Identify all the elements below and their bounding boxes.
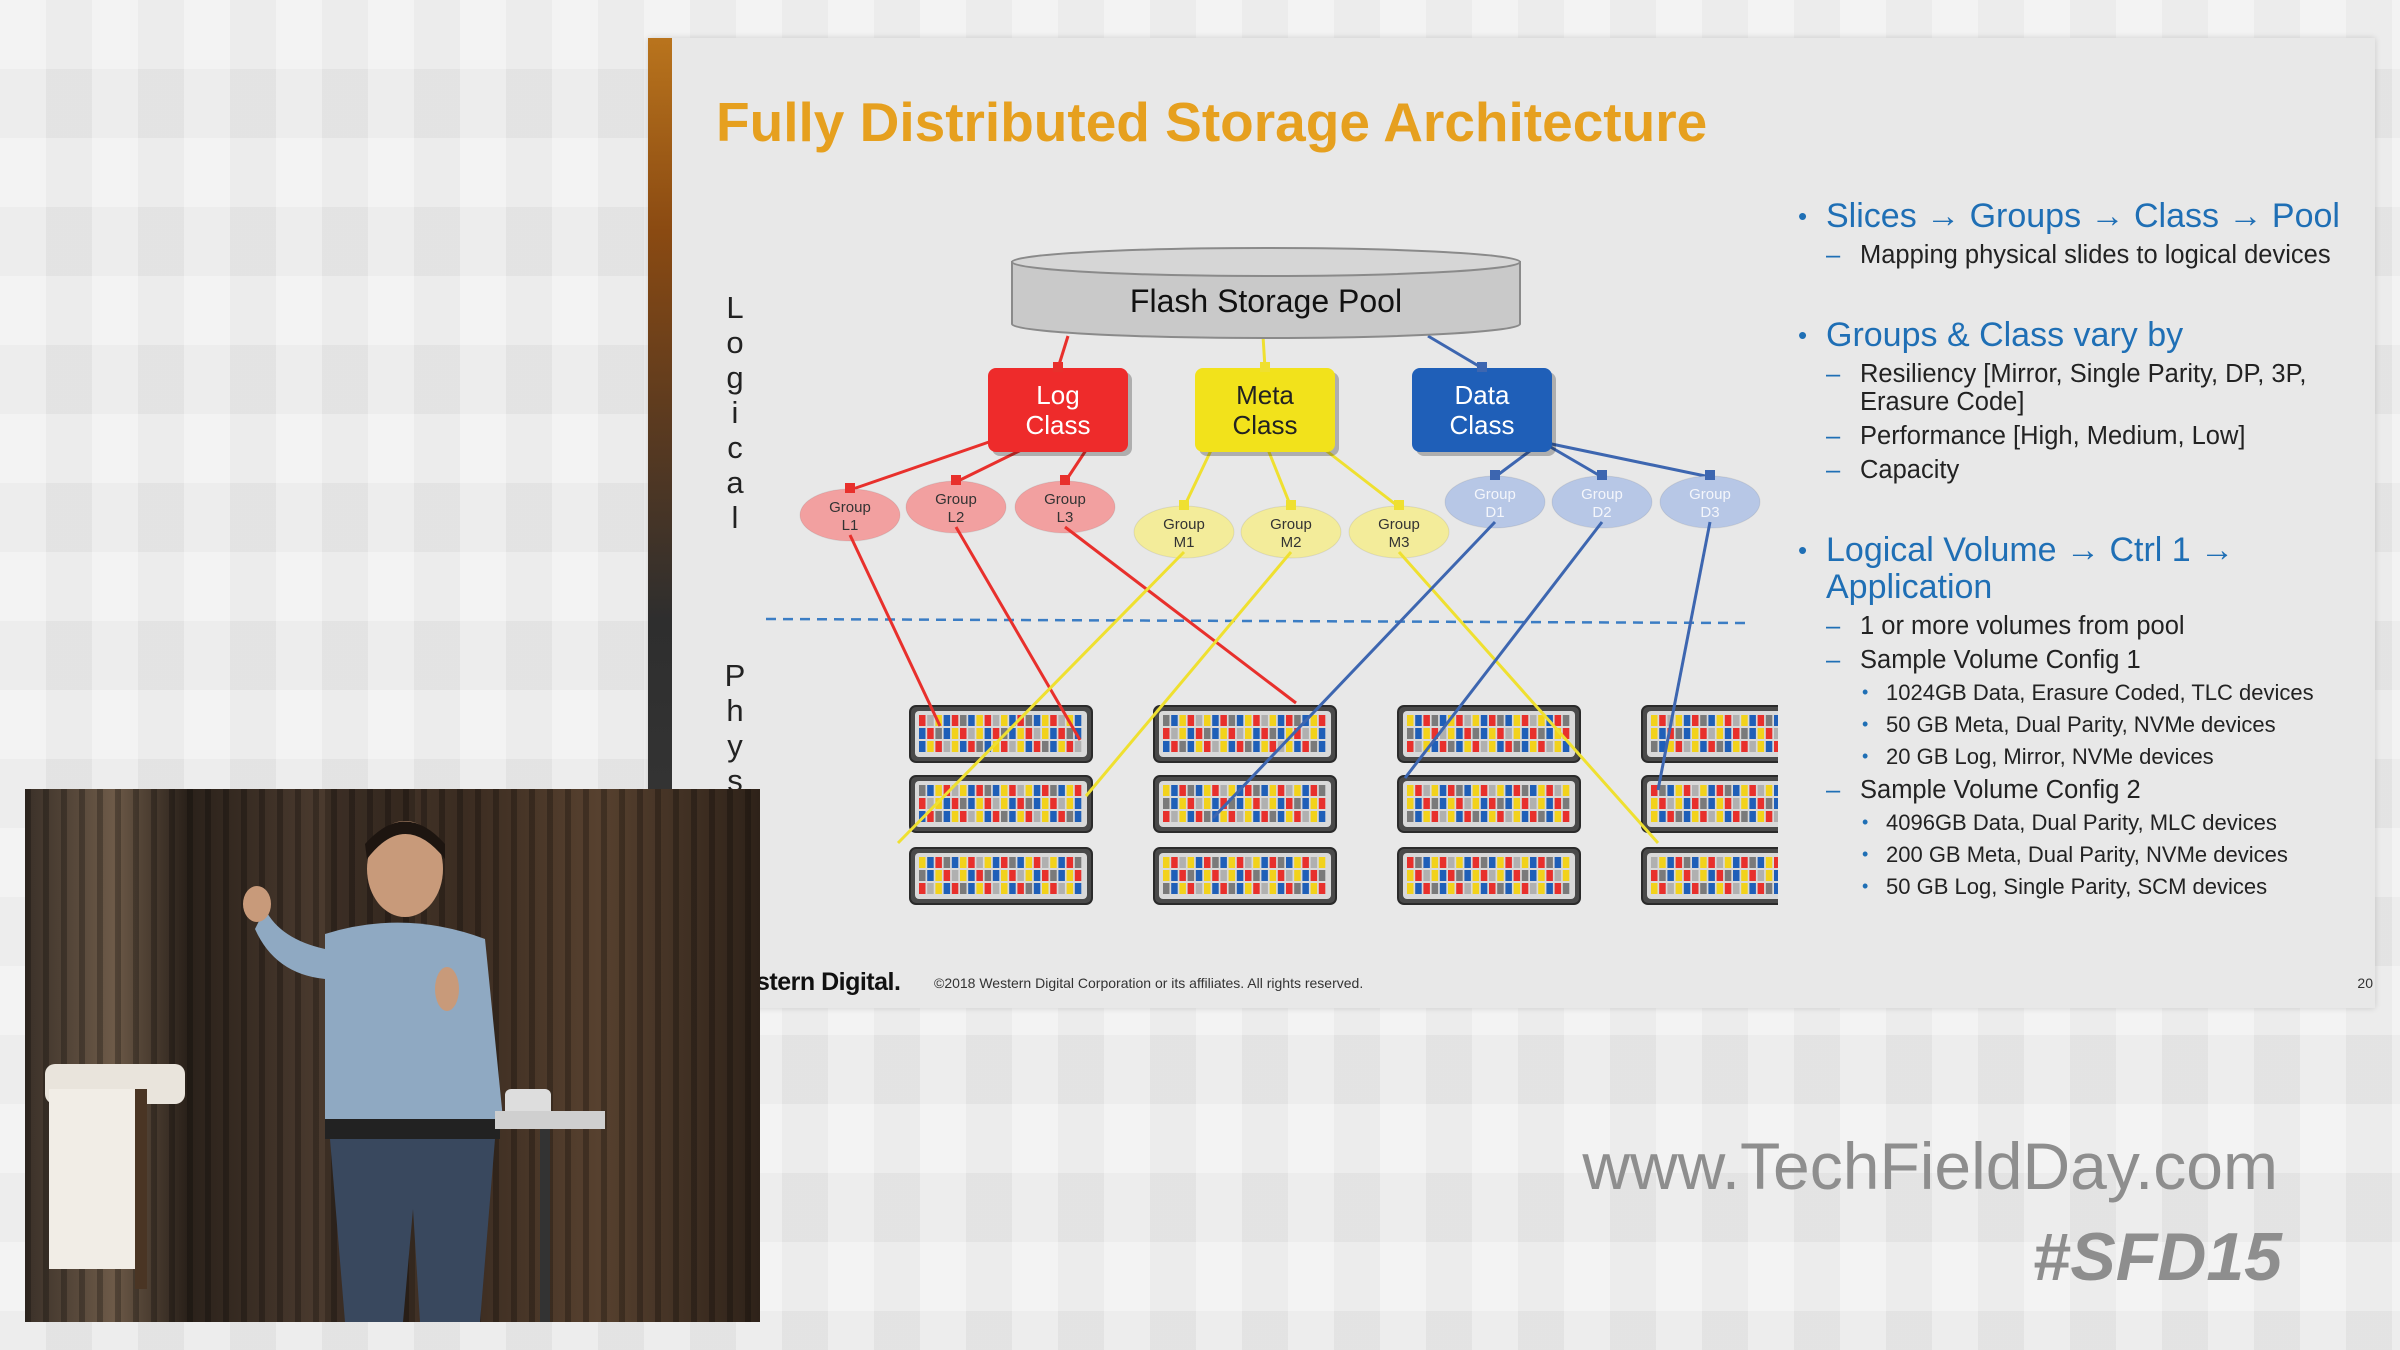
- bullet-detail: 4096GB Data, Dual Parity, MLC devices: [1796, 809, 2356, 836]
- class-name: Log: [1036, 380, 1079, 410]
- pool-label: Flash Storage Pool: [1130, 283, 1402, 319]
- class-type: Class: [1025, 410, 1090, 440]
- group-label: Group: [1474, 486, 1516, 503]
- storage-device: [1153, 705, 1337, 763]
- group-label: Group: [1270, 516, 1312, 533]
- bullet-heading: Groups & Class vary by: [1796, 317, 2356, 355]
- bullet-detail: 20 GB Log, Mirror, NVMe devices: [1796, 743, 2356, 770]
- bullet-subitem: 1 or more volumes from pool: [1796, 612, 2356, 640]
- flash-storage-pool: Flash Storage Pool: [1011, 247, 1521, 339]
- group-label: Group: [935, 491, 977, 508]
- logical-physical-divider: [765, 617, 1747, 625]
- class-name: Meta: [1236, 380, 1294, 410]
- bullet-subitem: Mapping physical slides to logical devic…: [1796, 241, 2356, 269]
- pool-to-class-line: [1427, 334, 1483, 370]
- bullet-detail: 200 GB Meta, Dual Parity, NVMe devices: [1796, 841, 2356, 868]
- group-to-device-line: [896, 550, 1186, 845]
- group-id: D1: [1485, 504, 1504, 521]
- group-to-device-line: [1403, 521, 1604, 779]
- group-id: D2: [1592, 504, 1611, 521]
- slide-title: Fully Distributed Storage Architecture: [716, 91, 1708, 153]
- bullet-detail: 1024GB Data, Erasure Coded, TLC devices: [1796, 679, 2356, 706]
- storage-device: [1397, 847, 1581, 905]
- storage-device: [1641, 705, 1778, 763]
- bullet-subitem: Capacity: [1796, 456, 2356, 484]
- presentation-slide: Fully Distributed Storage Architecture L…: [648, 38, 2375, 1008]
- group-label: Group: [1689, 486, 1731, 503]
- group-label: Group: [1163, 516, 1205, 533]
- group-to-device-line: [1656, 521, 1712, 791]
- group-to-device-line: [848, 534, 942, 727]
- class-to-group-line: [1263, 441, 1293, 508]
- physical-layer-label: P h y s: [724, 658, 746, 798]
- storage-device: [909, 705, 1093, 763]
- storage-device: [909, 847, 1093, 905]
- class-type: Class: [1232, 410, 1297, 440]
- storage-device: [1641, 775, 1778, 833]
- group-label: Group: [829, 499, 871, 516]
- storage-device: [1153, 775, 1337, 833]
- watermark-hashtag: #SFD15: [2032, 1219, 2282, 1295]
- class-to-group-line: [1182, 441, 1217, 508]
- bullet-subitem: Resiliency [Mirror, Single Parity, DP, 3…: [1796, 360, 2356, 416]
- group-id: M2: [1281, 534, 1302, 551]
- group-id: L1: [842, 517, 859, 534]
- class-to-group-line: [1541, 440, 1711, 479]
- copyright-text: ©2018 Western Digital Corporation or its…: [934, 975, 1364, 991]
- storage-device: [1641, 847, 1778, 905]
- bullet-heading: Logical Volume → Ctrl 1 → Application: [1796, 532, 2356, 606]
- class-to-group-line: [1314, 440, 1400, 509]
- group-id: M3: [1389, 534, 1410, 551]
- group-id: L3: [1057, 509, 1074, 526]
- slide-page-number: 20: [2357, 975, 2373, 991]
- class-type: Class: [1449, 410, 1514, 440]
- group-to-device-line: [1397, 551, 1660, 844]
- bullet-subitem: Performance [High, Medium, Low]: [1796, 422, 2356, 450]
- class-to-group-line: [1541, 440, 1603, 479]
- group-id: M1: [1174, 534, 1195, 551]
- storage-device: [1153, 847, 1337, 905]
- bullet-subitem: Sample Volume Config 2: [1796, 776, 2356, 804]
- group-id: L2: [948, 509, 965, 526]
- group-label: Group: [1378, 516, 1420, 533]
- group-id: D3: [1700, 504, 1719, 521]
- bullet-detail: 50 GB Meta, Dual Parity, NVMe devices: [1796, 711, 2356, 738]
- watermark-url: www.TechFieldDay.com: [1582, 1129, 2278, 1203]
- logical-layer-label: L o g i c a l: [726, 290, 744, 535]
- company-logo: stern Digital.: [756, 968, 901, 996]
- group-to-device-line: [1211, 520, 1497, 820]
- class-name: Data: [1455, 380, 1510, 410]
- group-to-device-line: [1084, 551, 1293, 797]
- bullet-heading: Slices → Groups → Class → Pool: [1796, 198, 2356, 236]
- storage-architecture-diagram: Flash Storage Pool LogClassMetaClassData…: [765, 247, 1778, 905]
- speaker-video-inset: [25, 789, 760, 1322]
- group-to-device-line: [1064, 525, 1297, 705]
- group-label: Group: [1044, 491, 1086, 508]
- speaker-video-picture: [45, 789, 605, 1322]
- group-label: Group: [1581, 486, 1623, 503]
- bullet-detail: 50 GB Log, Single Parity, SCM devices: [1796, 873, 2356, 900]
- storage-device: [1397, 775, 1581, 833]
- group-to-device-line: [954, 526, 1082, 741]
- bullet-list: Slices → Groups → Class → PoolMapping ph…: [1796, 198, 2356, 901]
- bullet-subitem: Sample Volume Config 1: [1796, 646, 2356, 674]
